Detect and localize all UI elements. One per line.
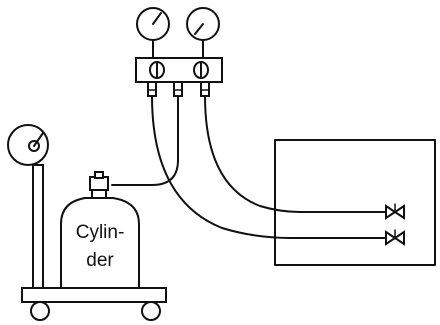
lower-service-valve-icon[interactable] — [385, 229, 405, 246]
weighing-scale — [7, 124, 167, 321]
low-side-valve-knob[interactable] — [149, 61, 165, 79]
charging-hose — [111, 95, 179, 186]
high-side-valve-knob[interactable] — [193, 61, 209, 79]
right-hose-port — [200, 81, 210, 97]
scale-wheel-right — [141, 301, 161, 321]
scale-dial-icon — [7, 124, 49, 166]
refrigeration-unit — [274, 139, 436, 266]
high-side-hose — [204, 95, 386, 213]
scale-column — [32, 164, 44, 291]
center-hose-port — [173, 81, 183, 97]
manifold-gauge-set — [135, 7, 223, 97]
refrigerant-cylinder: Cylin- der — [60, 171, 140, 289]
upper-service-valve-icon[interactable] — [385, 203, 405, 220]
low-side-hose — [151, 95, 386, 239]
low-pressure-gauge-icon — [136, 7, 170, 41]
cylinder-label-line1: Cylin- — [76, 222, 125, 243]
left-hose-port — [147, 81, 157, 97]
scale-platform — [21, 287, 167, 303]
high-pressure-gauge-icon — [186, 7, 220, 41]
cylinder-label-line2: der — [86, 250, 114, 271]
manifold-block — [135, 57, 223, 83]
scale-wheel-left — [30, 301, 50, 321]
